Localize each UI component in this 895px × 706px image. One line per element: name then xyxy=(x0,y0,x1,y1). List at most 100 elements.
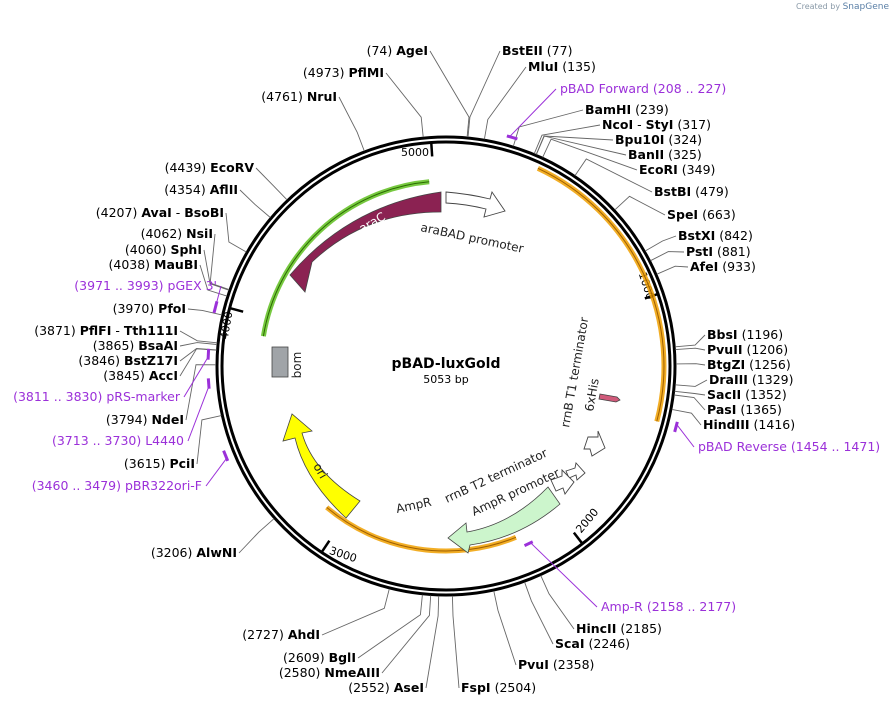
site-leader xyxy=(179,348,217,362)
ampr-label: AmpR xyxy=(395,495,433,516)
orf-arc-ampr-line xyxy=(326,507,517,552)
site-position: (135) xyxy=(562,59,596,74)
primer-name: pBAD Reverse xyxy=(698,439,787,454)
site-name: PflFI xyxy=(80,323,112,338)
site-position: (4207) xyxy=(96,205,138,220)
primer-label-pgex-3: (3971 .. 3993) pGEX 3' xyxy=(74,278,217,293)
site-name: BamHI xyxy=(585,102,631,117)
site-name: MluI xyxy=(528,59,558,74)
site-name: DraIII xyxy=(709,372,748,387)
site-name: BtgZI xyxy=(707,357,745,372)
primer-leader xyxy=(530,542,598,608)
site-leader xyxy=(239,189,271,218)
site-leader xyxy=(185,364,217,421)
site-position: (4062) xyxy=(141,226,183,241)
primer-leader xyxy=(509,88,557,138)
site-label-nrui: (4761) NruI xyxy=(261,89,337,104)
site-position: (74) xyxy=(367,43,393,58)
site-position: (3845) xyxy=(103,368,145,383)
site-position: (349) xyxy=(682,162,716,177)
site-label-hincii: HincII (2185) xyxy=(576,621,662,636)
site-position: (4038) xyxy=(108,257,150,272)
site-leader xyxy=(674,394,706,411)
primer-range: (3971 .. 3993) xyxy=(74,278,163,293)
site-label-ecorv: (4439) EcoRV xyxy=(165,160,255,175)
plasmid-size: 5053 bp xyxy=(423,373,468,386)
tick-mark-5000 xyxy=(430,142,434,157)
sixhis-label: 6xHis xyxy=(582,377,602,412)
primer-name: pGEX 3' xyxy=(168,278,217,293)
site-name: NdeI xyxy=(151,412,184,427)
primer-mark-amp-r xyxy=(523,540,534,547)
orf-arc-forward-line xyxy=(537,167,665,422)
site-position: (2552) xyxy=(348,680,390,695)
primer-range: (208 .. 227) xyxy=(653,81,726,96)
site-name: AgeI xyxy=(396,43,428,58)
site-name: MauBI xyxy=(154,257,198,272)
site-name: NruI xyxy=(307,89,337,104)
site-label-bsteii: BstEII (77) xyxy=(502,43,572,58)
site-position: (933) xyxy=(722,259,756,274)
primer-mark-pbad-reverse xyxy=(673,421,679,433)
primer-range: (3460 .. 3479) xyxy=(32,478,121,493)
arac-feature xyxy=(289,191,442,293)
primer-mark-prs-marker xyxy=(206,348,211,360)
site-leader xyxy=(574,158,653,193)
site-position: (1365) xyxy=(740,402,782,417)
site-name: PciI xyxy=(169,456,195,471)
site-leader xyxy=(238,518,275,554)
site-label-psti: PstI (881) xyxy=(686,244,751,259)
primer-range: (3811 .. 3830) xyxy=(13,389,102,404)
site-leader xyxy=(512,109,584,147)
site-label-alwni: (3206) AlwNI xyxy=(151,545,237,560)
site-label-nsii: (4062) NsiI xyxy=(141,226,213,241)
site-label-fspi: FspI (2504) xyxy=(461,680,536,695)
site-position: (2727) xyxy=(242,627,284,642)
site-label-sacii: SacII (1352) xyxy=(707,387,787,402)
site-label-scai: ScaI (2246) xyxy=(555,636,630,651)
primer-range: (3713 .. 3730) xyxy=(52,433,141,448)
site-position: (1206) xyxy=(747,342,789,357)
site-label-agei: (74) AgeI xyxy=(367,43,428,58)
tick-label-3000: 3000 xyxy=(328,544,359,565)
site-separator: - xyxy=(111,323,123,338)
site-leader xyxy=(338,96,365,152)
site-label-bstbi: BstBI (479) xyxy=(654,184,729,199)
site-position: (1329) xyxy=(752,372,794,387)
site-position: (1256) xyxy=(749,357,791,372)
site-name: PvuII xyxy=(707,342,743,357)
ori-label: ori xyxy=(310,461,330,482)
site-leader xyxy=(203,249,230,291)
site-name: BstXI xyxy=(678,228,715,243)
site-label-pfoi: (3970) PfoI xyxy=(113,301,186,316)
site-name: AseI xyxy=(394,680,424,695)
site-position: (4354) xyxy=(164,182,206,197)
site-leader xyxy=(199,264,228,297)
site-name: EcoRI xyxy=(639,162,678,177)
snapgene-logo: SnapGene xyxy=(842,2,889,12)
site-name: PstI xyxy=(686,244,713,259)
site-leader xyxy=(614,195,666,216)
site-leader xyxy=(533,124,601,154)
site-label-afei: AfeI (933) xyxy=(690,259,756,274)
site-position: (3794) xyxy=(106,412,148,427)
tick-mark-3000 xyxy=(320,539,331,553)
site-leader xyxy=(535,135,627,156)
site-name: HindIII xyxy=(703,417,750,432)
primer-range: (1454 .. 1471) xyxy=(791,439,880,454)
site-leader xyxy=(675,347,706,351)
site-position: (324) xyxy=(668,132,702,147)
primer-label-prs-marker: (3811 .. 3830) pRS-marker xyxy=(13,389,181,404)
primer-mark-pbad-forward xyxy=(506,134,518,141)
site-position: (1196) xyxy=(742,327,784,342)
site-name: ScaI xyxy=(555,636,585,651)
snapgene-credit: Created by SnapGene xyxy=(796,2,889,12)
site-leader xyxy=(196,415,222,465)
site-label-bsaai: (3865) BsaAI xyxy=(93,338,178,353)
primer-leader xyxy=(214,285,222,310)
site-position: (2185) xyxy=(620,621,662,636)
site-name: BsaAI xyxy=(138,338,178,353)
primer-name: Amp-R xyxy=(601,599,643,614)
site-label-hindiii: HindIII (1416) xyxy=(703,417,795,432)
